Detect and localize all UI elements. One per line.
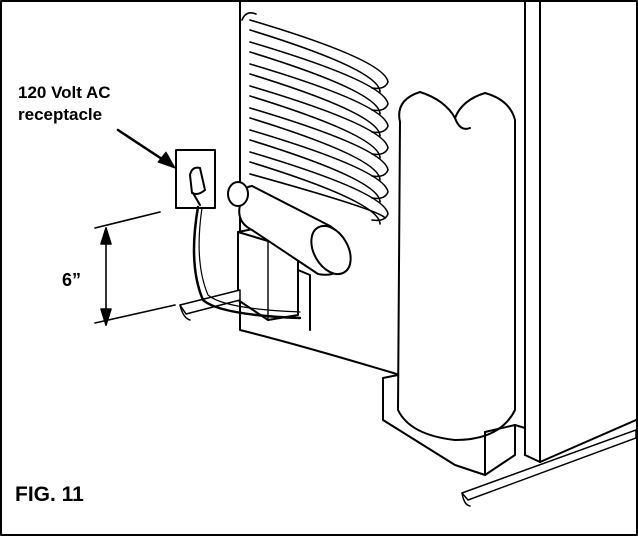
figure-caption: FIG. 11 <box>15 483 84 506</box>
receptacle-callout: 120 Volt AC receptacle <box>18 82 111 126</box>
compressor <box>227 181 352 331</box>
receptacle-callout-line1: 120 Volt AC <box>18 83 111 102</box>
dimension-marker <box>94 211 176 326</box>
receptacle <box>175 149 302 320</box>
cabinet <box>239 0 637 463</box>
storage-tank <box>382 91 526 476</box>
receptacle-callout-line2: receptacle <box>18 105 103 124</box>
floor-rails <box>179 289 637 507</box>
callout-arrow <box>116 128 176 169</box>
dimension-label: 6” <box>62 270 82 290</box>
